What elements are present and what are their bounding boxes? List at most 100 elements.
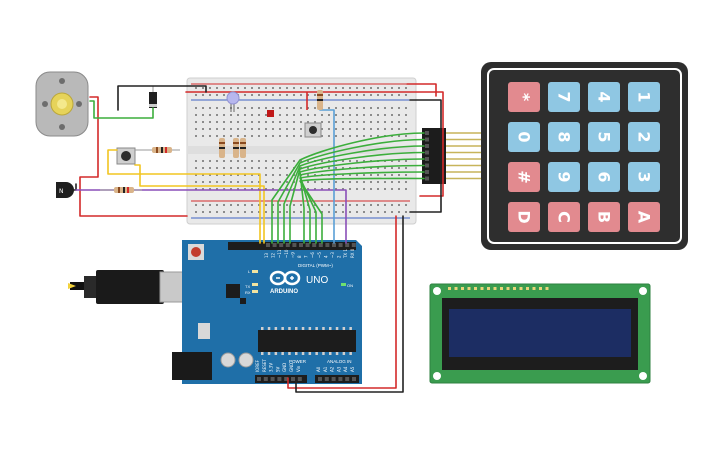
- keypad-key-2[interactable]: 2: [628, 122, 660, 152]
- green-wire-keypad-7: [299, 171, 425, 244]
- keypad-key-0[interactable]: 0: [508, 122, 540, 152]
- arduino-uno[interactable]: ARDUINO UNO DIGITAL (PWM~) POWER ANALOG …: [68, 240, 362, 384]
- keypad-key-4[interactable]: 4: [588, 82, 620, 112]
- keypad-key-label: 6: [595, 171, 614, 182]
- yellow-wire-2: [134, 164, 265, 244]
- keypad[interactable]: 1 2 3A 4 5 6B 7 8 9C * 0 # D: [481, 62, 688, 250]
- green-wire-keypad-3: [283, 145, 425, 244]
- keypad-key-1[interactable]: 1: [628, 82, 660, 112]
- keypad-key-label: 7: [555, 91, 574, 102]
- digital-pin-label: 4: [323, 255, 328, 258]
- keypad-key-label: 4: [595, 91, 614, 102]
- keypad-key-label: 5: [595, 131, 614, 142]
- power-pin-label: IOREF: [255, 359, 260, 372]
- black-wire-top: [117, 85, 207, 111]
- yellow-wire-button: [107, 149, 261, 244]
- keypad-key-b[interactable]: B: [588, 202, 620, 232]
- digital-pin-label: 12: [271, 252, 276, 258]
- power-jack: [172, 352, 212, 380]
- on-label: ON: [347, 283, 353, 288]
- lcd-screen: [449, 309, 631, 357]
- keypad-key-c[interactable]: C: [548, 202, 580, 232]
- red-wire-motor: [79, 96, 188, 217]
- usb-cable: [96, 270, 164, 304]
- keypad-key-8[interactable]: 8: [548, 122, 580, 152]
- atmega-chip: [258, 330, 356, 352]
- analog-pin-label: A0: [316, 366, 321, 372]
- purple-wire: [75, 189, 347, 244]
- digital-pin-label: 13: [264, 252, 269, 258]
- keypad-key-label: 2: [635, 131, 654, 142]
- resistor-button[interactable]: [135, 147, 180, 153]
- digital-pin-label: TX 1: [343, 249, 348, 259]
- digital-pin-label: RX 0: [350, 248, 355, 258]
- digital-pin-label: ~6: [310, 252, 315, 258]
- black-wire-right: [409, 99, 442, 213]
- power-pin-label: 3.3V: [269, 363, 274, 372]
- analog-pin-label: A2: [330, 366, 335, 372]
- analog-pin-label: A4: [343, 366, 348, 372]
- keypad-key-7[interactable]: 7: [548, 82, 580, 112]
- model-label: UNO: [306, 275, 328, 286]
- breadboard: [186, 77, 417, 225]
- digital-pin-label: 8: [297, 255, 302, 258]
- keypad-key-a[interactable]: A: [628, 202, 660, 232]
- keypad-key-label: D: [515, 210, 534, 223]
- arduino-logo: [269, 270, 301, 286]
- analog-pin-label: A1: [323, 366, 328, 372]
- green-wire-motor: [89, 100, 154, 119]
- green-wire-keypad-2: [277, 138, 425, 244]
- analog-label: ANALOG IN: [327, 359, 352, 364]
- digital-pin-label: ~3: [330, 252, 335, 258]
- keypad-header: [422, 128, 481, 184]
- keypad-key-star[interactable]: *: [508, 82, 540, 112]
- power-pin-label: Vin: [296, 365, 301, 372]
- black-wire-gnd: [295, 215, 404, 393]
- keypad-key-label: 0: [515, 131, 534, 142]
- analog-pin-label: A5: [350, 366, 355, 372]
- power-pin-label: GND: [282, 363, 287, 372]
- digital-pin-label: ~11: [277, 249, 282, 258]
- green-wire-keypad-6: [299, 164, 425, 244]
- push-button-breadboard[interactable]: [304, 122, 322, 138]
- keypad-key-3[interactable]: 3: [628, 162, 660, 192]
- red-wire-5v: [287, 215, 397, 389]
- keypad-key-d[interactable]: D: [508, 202, 540, 232]
- rx-label: RX: [245, 290, 251, 295]
- npn-transistor[interactable]: N: [56, 182, 74, 198]
- push-button-left[interactable]: [116, 147, 136, 165]
- resistor-top[interactable]: [317, 90, 323, 110]
- power-label: POWER: [289, 359, 307, 364]
- keypad-key-label: 9: [555, 171, 574, 182]
- blue-wire: [319, 109, 335, 244]
- keypad-key-label: 3: [635, 171, 654, 182]
- digital-pin-label: 2: [337, 255, 342, 258]
- red-led[interactable]: [267, 110, 274, 117]
- keypad-key-label: *: [515, 93, 534, 102]
- dc-motor[interactable]: [35, 71, 89, 137]
- green-wire-keypad-5: [299, 158, 425, 244]
- keypad-key-5[interactable]: 5: [588, 122, 620, 152]
- resistor-transistor[interactable]: [100, 187, 142, 193]
- digital-pin-label: 7: [304, 255, 309, 258]
- lcd-display: [429, 283, 651, 384]
- green-wire-keypad-4: [289, 151, 425, 244]
- resistor-vertical-1[interactable]: [219, 138, 225, 158]
- keypad-key-6[interactable]: 6: [588, 162, 620, 192]
- keypad-key-label: A: [635, 211, 654, 224]
- keypad-key-label: 8: [555, 131, 574, 142]
- red-wire-top: [185, 91, 444, 197]
- power-pin-label: 5V: [275, 366, 280, 372]
- resistor-vertical-3[interactable]: [240, 138, 246, 158]
- digital-pin-label: ~9: [290, 252, 295, 258]
- reset-button: [191, 247, 201, 257]
- keypad-key-hash[interactable]: #: [508, 162, 540, 192]
- resistor-vertical-2[interactable]: [233, 138, 239, 158]
- keypad-key-label: #: [515, 170, 534, 183]
- rgb-led[interactable]: [226, 91, 240, 112]
- keypad-key-9[interactable]: 9: [548, 162, 580, 192]
- power-pin-label: GND: [289, 363, 294, 372]
- keypad-key-label: 1: [635, 91, 654, 102]
- brand-label: ARDUINO: [270, 289, 298, 295]
